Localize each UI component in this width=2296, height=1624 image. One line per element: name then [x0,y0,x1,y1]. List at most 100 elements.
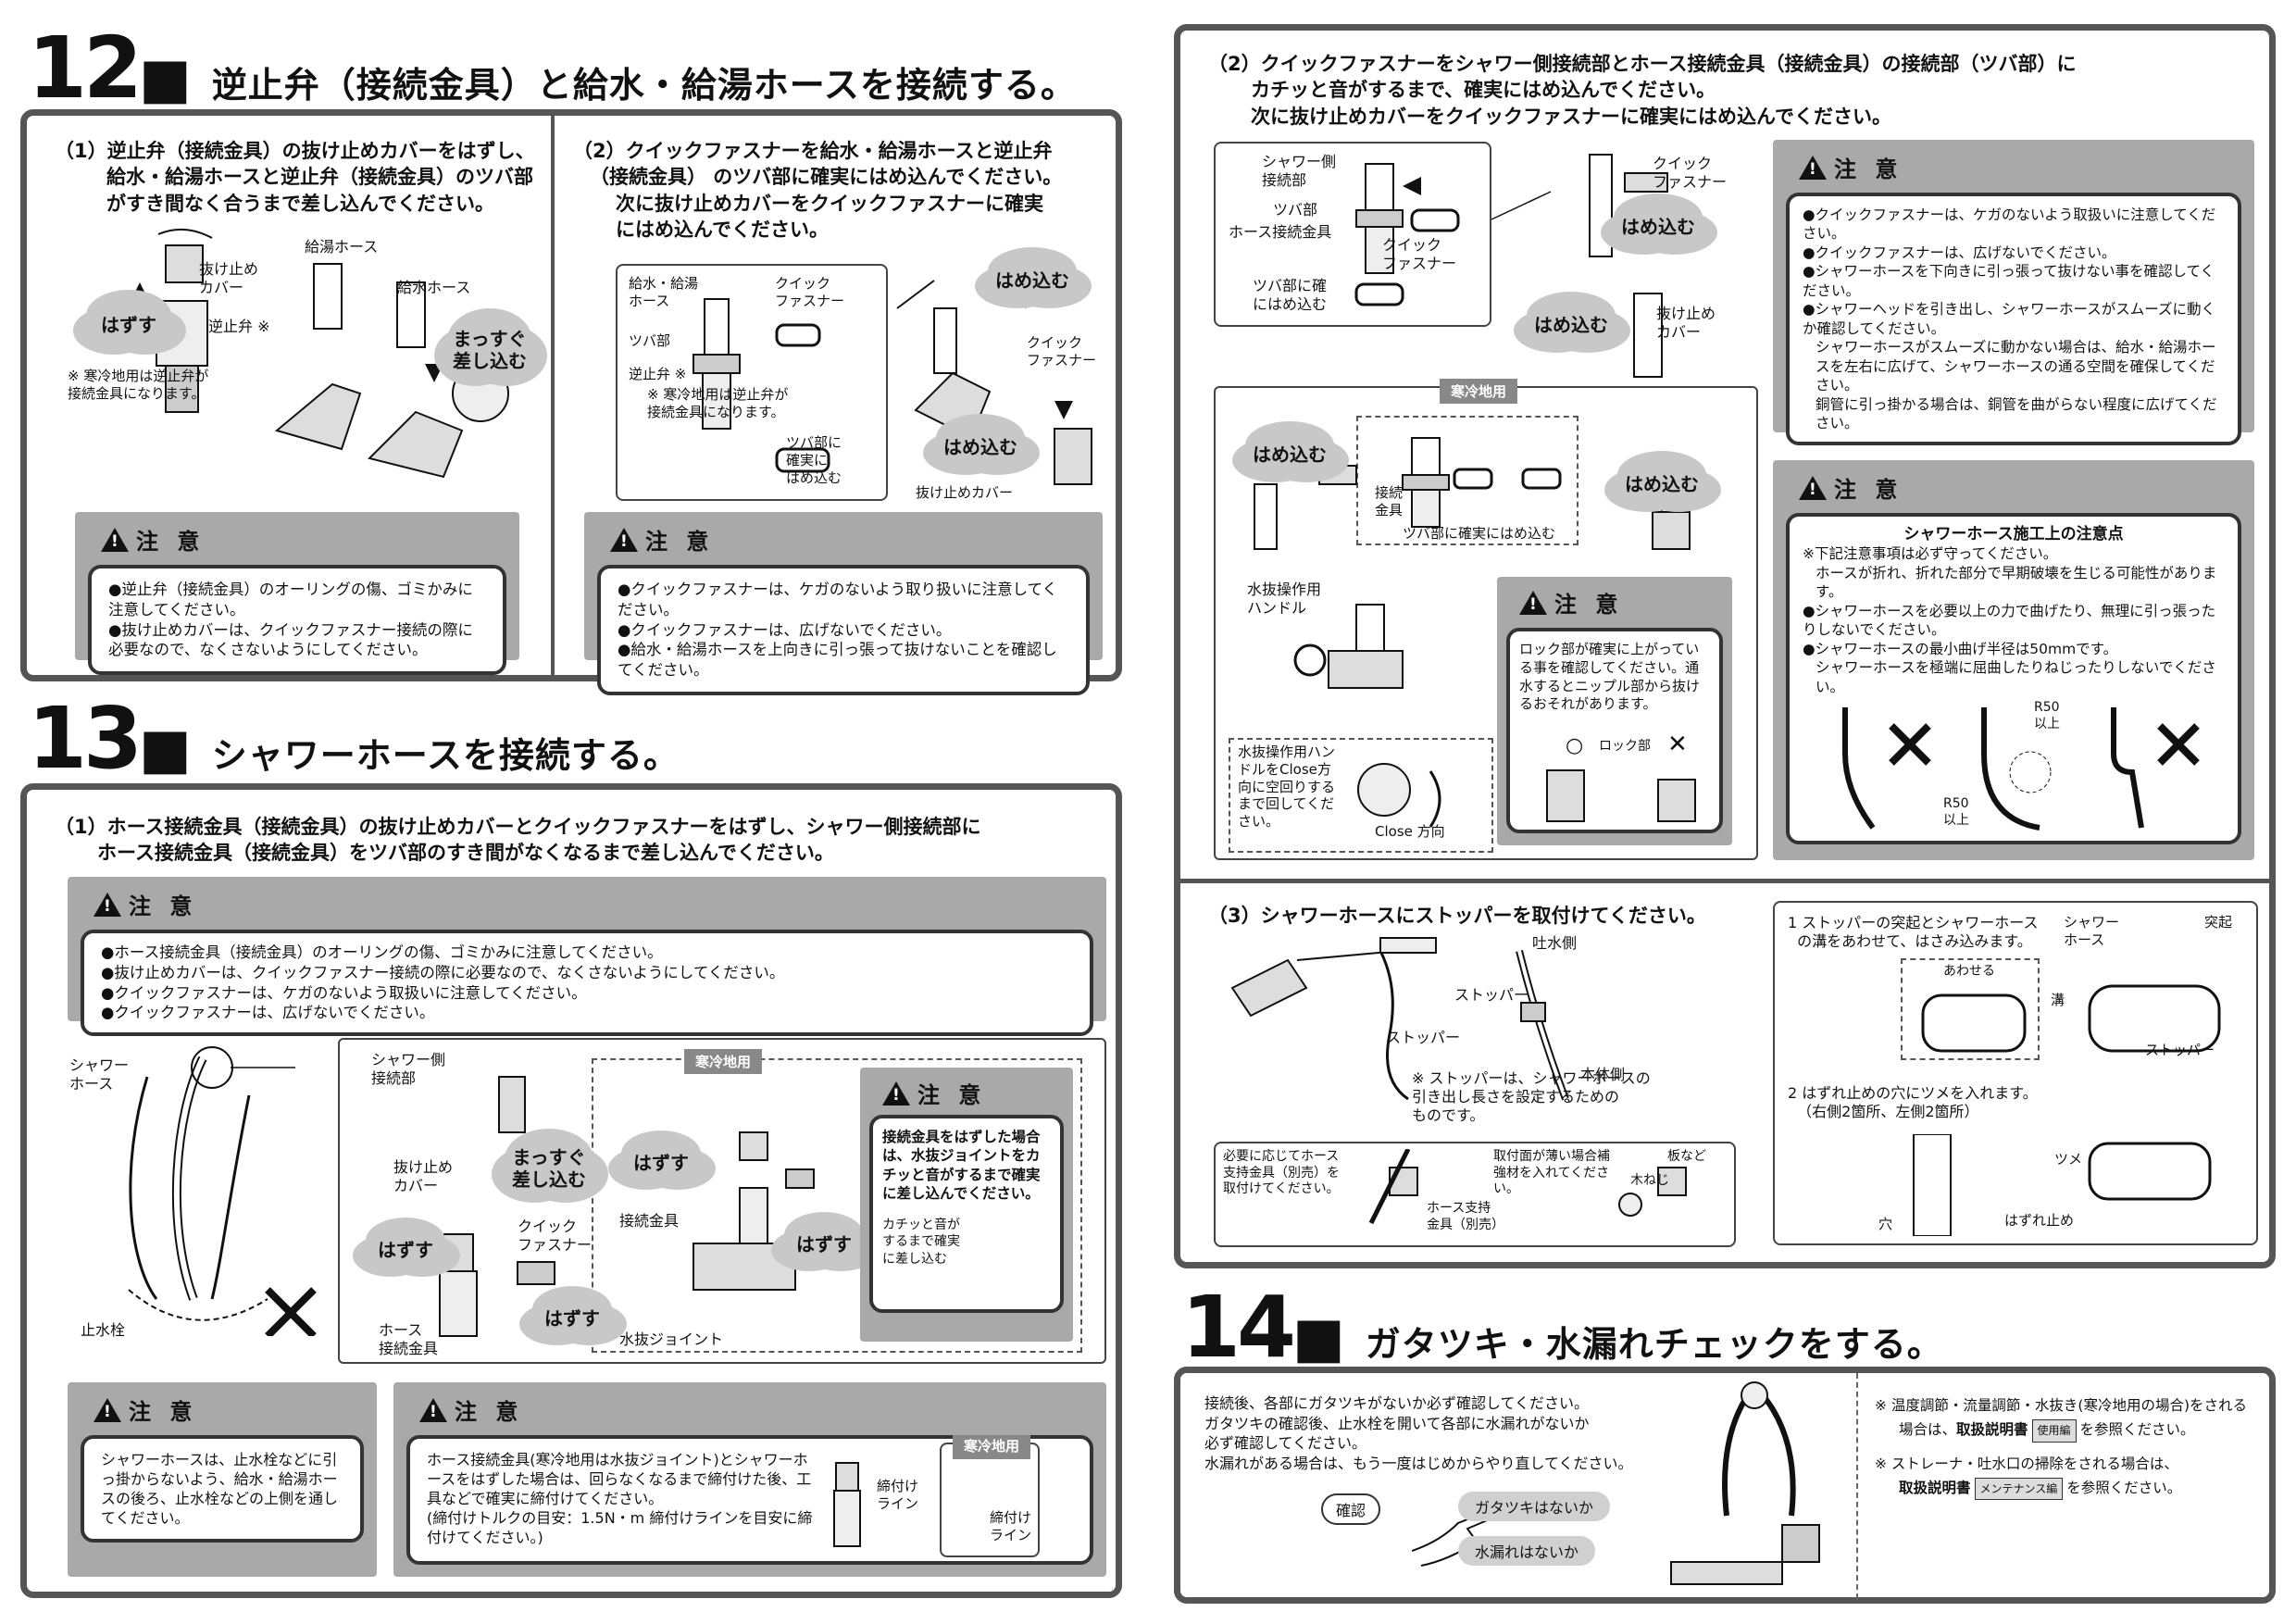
stopper-note: ※ ストッパーは、シャワーホースの 引き出し長さを設定するための ものです。 [1412,1069,1651,1124]
hose-fitting-label-2: ホース接続金具 [1229,223,1332,241]
shower-side-label-2: シャワー側 接続部 [1262,153,1337,189]
holder-note: 必要に応じてホース 支持金具（別売）を 取付けてください。 [1223,1149,1340,1196]
fit-cloud-2: はめ込む [934,421,1027,473]
maintenance-manual-chip: メンテナンス編 [1974,1478,2064,1501]
stopper-steps-box: 1 ストッパーの突起とシャワーホース の溝をあわせて、はさみ込みます。 あわせる… [1773,901,2258,1245]
flange-label: ツバ部 [629,332,671,349]
warning-icon [882,1081,910,1106]
board-label: 板など [1667,1149,1706,1164]
claw-label: ツメ [2054,1151,2083,1168]
step-13-3-instruction: （3）シャワーホースにストッパーを取付けてください。 [1208,905,1706,927]
cover-label-2: 抜け止めカバー [916,484,1014,501]
insert-straight-cloud: まっすぐ 差し込む [445,316,534,384]
shower-hose-illustration [128,1046,317,1336]
stop-label: はずれ止め [2004,1212,2075,1229]
fastener-label-4: クイック ファスナー [1382,236,1457,272]
cover-label-3: 抜け止め カバー [393,1158,454,1194]
step-12-2-caution: 注 意 ●クイックファスナーは、ケガのないよう取り扱いに注意してください。 ●ク… [584,512,1103,695]
fit-cloud-1: はめ込む [986,255,1079,306]
hot-hose-label: 給湯ホース [305,238,379,256]
step-12-1-instruction: （1）逆止弁（接続金具）の抜け止めカバーをはずし、 給水・給湯ホースと逆止弁（接… [55,140,535,215]
fit-cloud-5: はめ込む [1243,429,1336,481]
fastener-label-5: クイック ファスナー [1653,155,1728,191]
claw-drawing [1913,1134,2212,1236]
confirm-badge: 確認 [1321,1493,1381,1525]
hose-label: 給水・給湯 ホース [629,275,699,309]
cold-region-tag-2: 寒冷地用 [953,1435,1031,1459]
cold-region-note-2: ※ 寒冷地用は逆止弁が 接続金具になります。 [647,386,789,420]
remove-cloud-4: はずす [619,1138,703,1188]
fit-flange-label: ツバ部に 確実に はめ込む [786,434,842,486]
lock-caution: 注 意 ロック部が確実に上がっている事を確認してください。通水するとニップル部か… [1497,577,1732,845]
usage-manual-chip: 使用編 [2031,1419,2077,1443]
warning-icon [94,1397,121,1422]
fastener-label-2: クイック ファスナー [1027,334,1097,369]
remove-cloud-5: はずす [782,1219,866,1269]
groove-label: 溝 [2051,992,2065,1008]
remove-cloud: はずす [84,297,173,353]
fitting-illustration [425,1076,815,1337]
check-rattle: ガタツキはないか [1458,1492,1611,1521]
step-title: シャワーホースを接続する。 [211,735,680,776]
thin-surface-note: 取付面が薄い場合補 強材を入れてくださ い。 [1493,1149,1610,1196]
holder-label: ホース支持 金具（別売） [1427,1201,1504,1232]
spout-side-label: 吐水側 [1532,934,1578,952]
fit-cloud-6: はめ込む [1616,458,1708,510]
divider [1856,1373,1860,1599]
fit-flange-label-3: ツバ部に確実にはめ込む [1403,525,1556,542]
drain-joint-label: 水抜ジョイント [619,1330,724,1348]
step-14-heading: 14■ ガタツキ・水漏れチェックをする。 [1181,1285,1943,1370]
tightening-line-label-2: 締付け ライン [990,1509,1032,1543]
remove-cloud-3: はずす [530,1293,614,1343]
align-label: あわせる [1943,964,1995,979]
step-title: 逆止弁（接続金具）と給水・給湯ホースを接続する。 [211,65,1077,106]
shower-hose-label: シャワー ホース [69,1056,130,1093]
warning-icon [610,527,638,552]
handle-note: 水抜操作用ハン ドルをClose方 向に空回りする まで回してくだ さい。 [1238,743,1336,830]
hose-holder-box: 必要に応じてホース 支持金具（別売）を 取付けてください。 ホース支持 金具（別… [1214,1142,1736,1247]
check-leak: 水漏れはないか [1458,1536,1596,1566]
bend-radius-illustration [1842,707,2200,831]
warning-icon [101,527,129,552]
r50-label-1: R50 以上 [2034,700,2060,731]
step-12-1-caution: 注 意 ●逆止弁（接続金具）のオーリングの傷、ゴミかみに注意してください。 ●抜… [75,512,519,676]
fit-flange-label-2: ツバ部に確 にはめ込む [1253,277,1328,313]
step-13-1-caution: 注 意 ●ホース接続金具（接続金具）のオーリングの傷、ゴミかみに注意してください… [68,877,1106,1037]
shower-hose-label-2: シャワー ホース [2064,914,2120,948]
tightening-caution: 注 意 ホース接続金具(寒冷地用は水抜ジョイント)とシャワーホースをはずした場合… [393,1382,1106,1577]
flange-label-2: ツバ部 [1273,201,1318,219]
faucet-check-illustration [1670,1381,1820,1585]
hose-fitting-label: ホース 接続金具 [379,1321,439,1357]
cold-region-note: ※ 寒冷地用は逆止弁が 接続金具になります。 [68,368,209,402]
handle-note-box [1229,738,1493,853]
fitting-drawing [833,1462,861,1547]
divider [551,116,555,675]
shower-side-label: シャワー側 接続部 [371,1051,446,1087]
step-number: 14■ [1181,1278,1345,1377]
fastener-illustration [693,280,1092,485]
warning-icon [419,1397,447,1422]
stopper-label-2: ストッパー [1454,986,1529,1004]
cold-region-mini-box [940,1443,1040,1557]
warning-icon [1799,475,1827,500]
step-title: ガタツキ・水漏れチェックをする。 [1365,1324,1943,1365]
wood-screw-label: 木ねじ [1630,1173,1669,1188]
check-instructions: 接続後、各部にガタツキがないか必ず確認してください。 ガタツキの確認後、止水栓を… [1204,1394,1633,1472]
flange-detail-box [616,264,888,501]
hose-routing-caution: 注 意 シャワーホースは、止水栓などに引っ掛からないよう、給水・給湯ホースの後ろ… [68,1382,377,1577]
fastener-label-3: クイック ファスナー [518,1218,593,1254]
body-side-label: 本体側 [1580,1066,1626,1083]
fit-cloud-3: はめ込む [1612,201,1704,253]
insert-straight-cloud-2: まっすぐ 差し込む [503,1136,595,1201]
fitting-label: 接続金具 [619,1212,680,1230]
r50-label-2: R50 以上 [1943,796,1969,828]
divider [1180,879,2269,883]
cover-label-4: 抜け止め カバー [1656,305,1716,341]
cold-region-box [592,1058,1082,1353]
shower-fastener-caution: 注 意 ●クイックファスナーは、ケガのないよう取扱いに注意してください。 ●クイ… [1773,140,2254,446]
step-12-2-instruction: （2）クイックファスナーを給水・給湯ホースと逆止弁 （接続金具） のツバ部に確実… [573,140,1063,242]
ng-mark-icon: ✕ [1667,731,1688,758]
drain-joint-caution: 注 意 接続金具をはずした場合は、水抜ジョイントをカチッと音がするまで確実に差し… [860,1068,1073,1342]
step-13-heading: 13■ シャワーホースを接続する。 [28,696,680,781]
step-13-1-instruction: （1）ホース接続金具（接続金具）の抜け止めカバーとクイックファスナーをはずし、シ… [55,816,981,865]
